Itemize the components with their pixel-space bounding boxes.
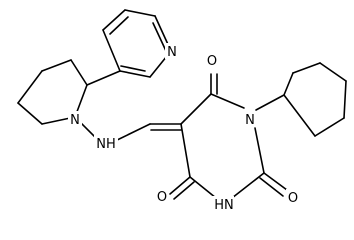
cyclohexyl-ring [255, 62, 347, 137]
molecule-structure: O N O O HN N N NH [17, 9, 347, 213]
label-o-bottom: O [157, 190, 167, 205]
atom-n-imide: N [243, 111, 257, 128]
label-n-imide: N [245, 113, 255, 128]
label-n-piperidine: N [70, 113, 80, 128]
atom-n-pyridine: N [165, 43, 179, 60]
label-nh-ring: HN [214, 198, 234, 213]
label-o-right: O [288, 191, 298, 206]
label-o-top: O [207, 54, 217, 69]
atom-o-top: O [205, 52, 219, 69]
atom-nh-ring: HN [212, 196, 234, 213]
pyridine-ring [102, 9, 172, 78]
label-n-pyridine: N [167, 45, 177, 60]
aminomethylene-linker [74, 116, 182, 143]
atom-labels: O N O O HN N N NH [68, 43, 300, 213]
atom-o-bottom: O [155, 188, 169, 205]
atom-n-piperidine: N [68, 111, 82, 128]
bonds [17, 9, 347, 200]
atom-o-right: O [286, 189, 300, 206]
pyrimidinetrione-ring [169, 73, 288, 200]
label-nh-linker: NH [96, 137, 116, 152]
atom-nh-linker: NH [94, 135, 118, 152]
